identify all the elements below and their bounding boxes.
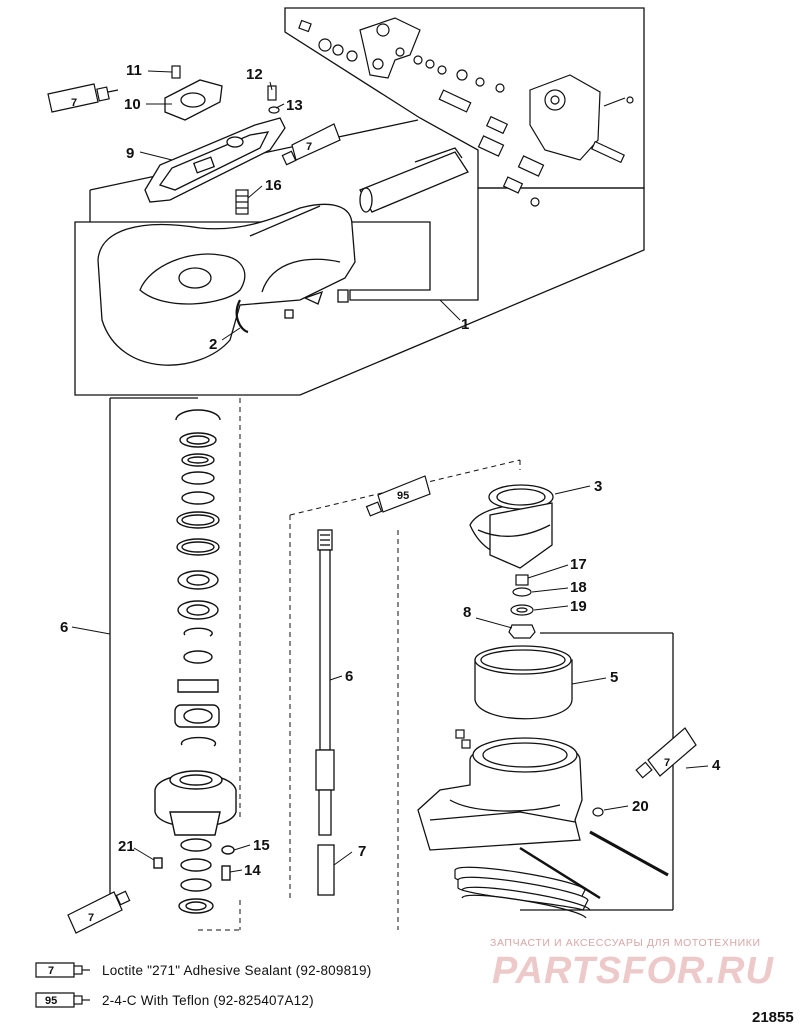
callout-20: 20	[632, 798, 649, 815]
part-6-driveshaft	[315, 529, 335, 896]
steering-bracket-assembly	[298, 17, 634, 207]
part-4-pump-housing	[417, 737, 669, 877]
legend-row-teflon: 95 2-4-C With Teflon (92-825407A12)	[34, 988, 314, 1012]
tube-bottom-left	[67, 890, 131, 934]
callout-16: 16	[265, 177, 282, 194]
callout-21: 21	[118, 838, 135, 855]
callout-14: 14	[244, 862, 261, 879]
legend-row-loctite: 7 Loctite "271" Adhesive Sealant (92-809…	[34, 958, 371, 982]
small-hardware-right	[455, 574, 604, 817]
callout-7: 7	[358, 843, 366, 860]
callout-3: 3	[594, 478, 602, 495]
callout-6-left: 6	[60, 619, 68, 636]
legend-text-2: 2-4-C With Teflon (92-825407A12)	[102, 992, 314, 1008]
figure-number: 21855	[752, 1009, 794, 1026]
tube-right-label: 7	[664, 757, 670, 769]
leader-lines	[71, 70, 709, 873]
watermark-logo: PARTSFOR.RU	[492, 950, 774, 992]
pump-stack-dashes	[198, 398, 241, 931]
callout-11: 11	[126, 62, 142, 79]
part-3-impeller	[469, 484, 554, 569]
callout-2: 2	[209, 336, 217, 353]
top-bracket-box	[284, 7, 645, 189]
legend-code-1: 7	[48, 965, 54, 977]
callout-15: 15	[253, 837, 270, 854]
callout-12: 12	[246, 66, 263, 83]
callout-numbers: 11 10 12 13 9 16 1 2 3 17 18 19 8 5 4 20…	[60, 62, 721, 879]
tube-top-mid-label: 7	[306, 141, 312, 153]
callout-6-shaft: 6	[345, 668, 353, 685]
callout-10: 10	[124, 96, 141, 113]
intake-grate	[454, 846, 601, 919]
tube-top-left	[47, 83, 119, 113]
legend-tube-icon: 95	[35, 992, 90, 1008]
tube-shaft-label: 95	[397, 490, 409, 502]
legend-text-1: Loctite "271" Adhesive Sealant (92-80981…	[102, 962, 372, 978]
part-1-nozzle-housing	[97, 147, 469, 366]
pump-housing-box	[520, 632, 674, 911]
small-hardware-top	[171, 65, 280, 215]
callout-17: 17	[570, 556, 587, 573]
legend-code-2: 95	[45, 995, 57, 1007]
callout-8: 8	[463, 604, 471, 621]
callout-4: 4	[712, 757, 721, 774]
watermark-caption: ЗАПЧАСТИ И АКСЕССУАРЫ ДЛЯ МОТОТЕХНИКИ	[490, 937, 761, 949]
callout-18: 18	[570, 579, 587, 596]
callout-19: 19	[570, 598, 587, 615]
bearing-seal-stack	[153, 409, 237, 914]
callout-9: 9	[126, 145, 134, 162]
tube-shaft	[365, 475, 431, 517]
part-10-flange	[164, 79, 223, 121]
callout-1: 1	[461, 316, 469, 333]
tube-right	[635, 727, 697, 779]
part-5-wear-ring	[474, 645, 573, 720]
tube-top-mid	[281, 123, 341, 166]
legend-tube-icon: 7	[35, 962, 90, 978]
tube-bottom-left-label: 7	[88, 912, 94, 924]
part-9-cover-plate	[144, 117, 286, 203]
callout-5: 5	[610, 669, 618, 686]
tube-top-left-label: 7	[71, 97, 77, 109]
callout-13: 13	[286, 97, 303, 114]
